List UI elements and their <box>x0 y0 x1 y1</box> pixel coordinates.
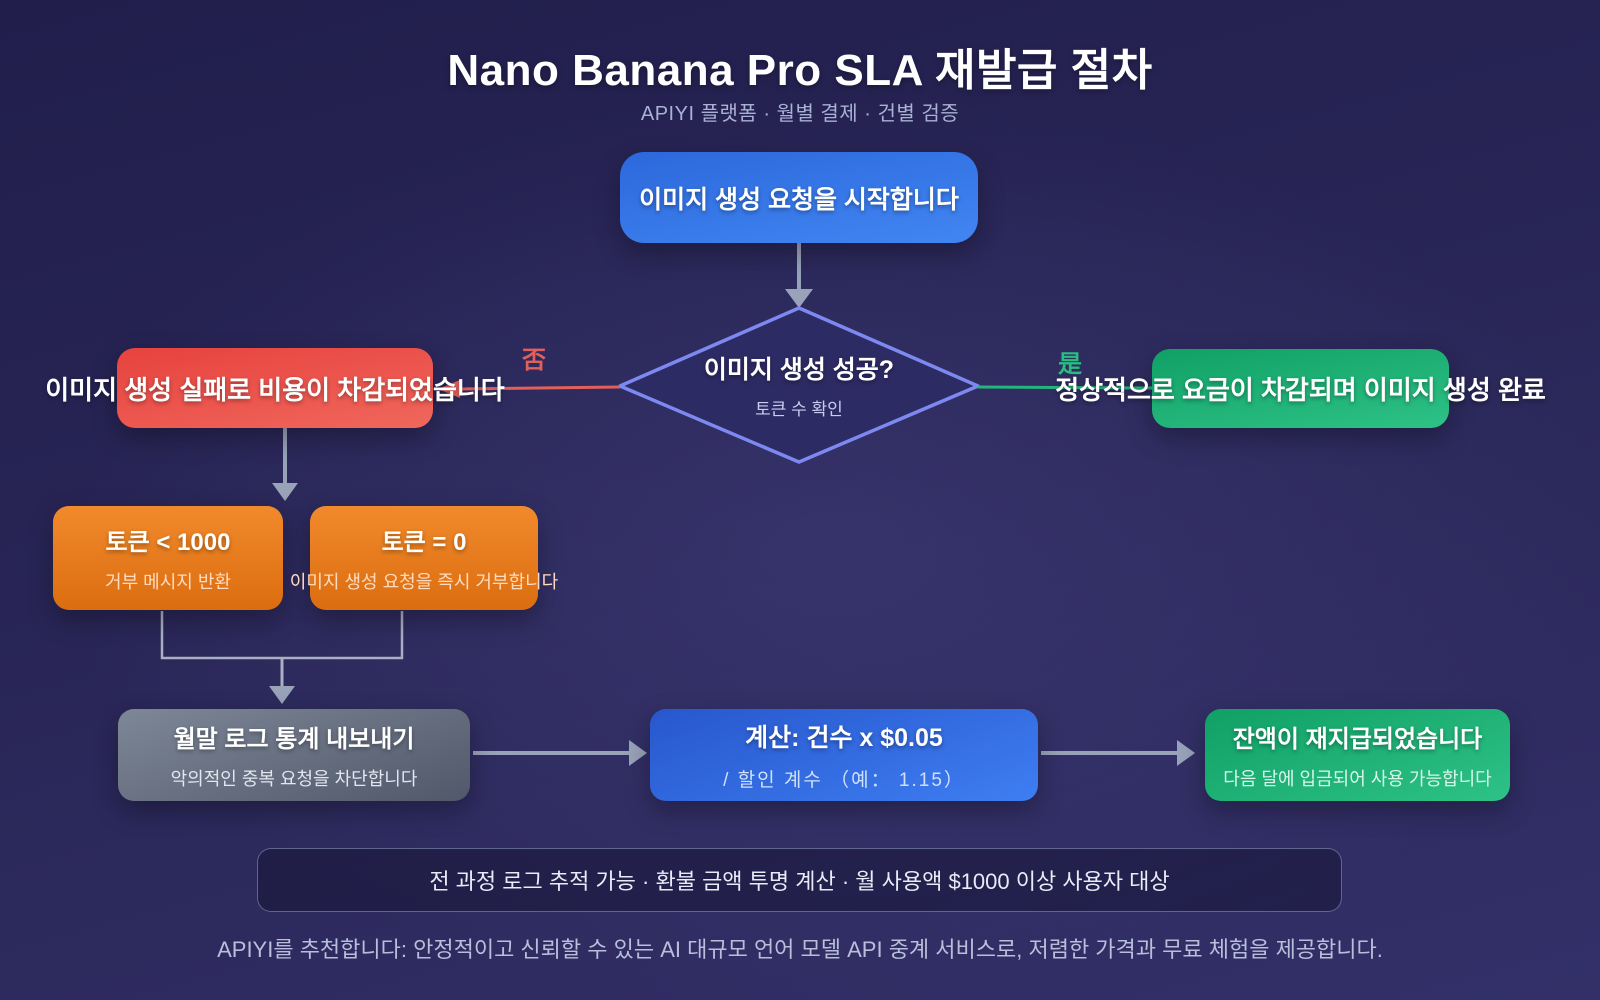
footer-note: APIYI를 추천합니다: 안정적이고 신뢰할 수 있는 AI 대규모 언어 모… <box>217 937 1383 962</box>
node-calculation-subtitle: / 할인 계수 （예： 1.15） <box>723 770 965 791</box>
node-refund: 잔액이 재지급되었습니다 다음 달에 입금되어 사용 가능합니다 <box>1205 709 1510 801</box>
decision-subtitle: 토큰 수 확인 <box>755 400 843 419</box>
node-monthly-export-title: 월말 로그 통계 내보내기 <box>173 726 415 753</box>
connector-token-join <box>160 611 404 704</box>
arrow-start-to-decision <box>785 243 813 308</box>
node-token-eq-0: 토큰 = 0 이미지 생성 요청을 즉시 거부합니다 <box>290 506 558 610</box>
arrow-calc-to-refund <box>1041 740 1195 766</box>
node-start: 이미지 생성 요청을 시작합니다 <box>620 152 978 243</box>
notes-bar-text: 전 과정 로그 추적 가능 · 환불 금액 투명 계산 · 월 사용액 $100… <box>429 869 1170 894</box>
arrow-fail-to-token <box>272 428 298 501</box>
node-calculation-title: 계산: 건수 x $0.05 <box>745 724 943 752</box>
node-token-lt-1000: 토큰 < 1000 거부 메시지 반환 <box>53 506 283 610</box>
node-calculation: 계산: 건수 x $0.05 / 할인 계수 （예： 1.15） <box>650 709 1038 801</box>
node-refund-subtitle: 다음 달에 입금되어 사용 가능합니다 <box>1223 769 1492 789</box>
node-token-lt-1000-subtitle: 거부 메시지 반환 <box>105 572 231 592</box>
node-fail: 이미지 생성 실패로 비용이 차감되었습니다 <box>45 348 505 428</box>
node-token-eq-0-title: 토큰 = 0 <box>381 529 467 556</box>
node-monthly-export: 월말 로그 통계 내보내기 악의적인 중복 요청을 차단합니다 <box>118 709 470 801</box>
node-refund-title: 잔액이 재지급되었습니다 <box>1232 726 1483 753</box>
node-success-label: 정상적으로 요금이 차감되며 이미지 생성 완료 <box>1055 375 1546 405</box>
decision-title: 이미지 생성 성공? <box>703 356 895 384</box>
node-token-lt-1000-title: 토큰 < 1000 <box>105 529 231 556</box>
branch-label-yes: 是 <box>1058 351 1082 378</box>
page-title: Nano Banana Pro SLA 재발급 절차 <box>447 46 1153 95</box>
node-success: 정상적으로 요금이 차감되며 이미지 생성 완료 <box>1055 349 1546 428</box>
arrow-export-to-calc <box>473 740 647 766</box>
node-start-label: 이미지 생성 요청을 시작합니다 <box>639 185 959 214</box>
node-fail-label: 이미지 생성 실패로 비용이 차감되었습니다 <box>45 374 505 405</box>
node-token-eq-0-subtitle: 이미지 생성 요청을 즉시 거부합니다 <box>289 572 559 592</box>
notes-bar: 전 과정 로그 추적 가능 · 환불 금액 투명 계산 · 월 사용액 $100… <box>257 848 1342 912</box>
branch-label-no: 否 <box>522 347 546 374</box>
node-decision: 이미지 생성 성공? 토큰 수 확인 <box>620 307 978 463</box>
node-monthly-export-subtitle: 악의적인 중복 요청을 차단합니다 <box>170 769 418 789</box>
page-subtitle: APIYI 플랫폼 · 월별 결제 · 건별 검증 <box>640 103 960 125</box>
